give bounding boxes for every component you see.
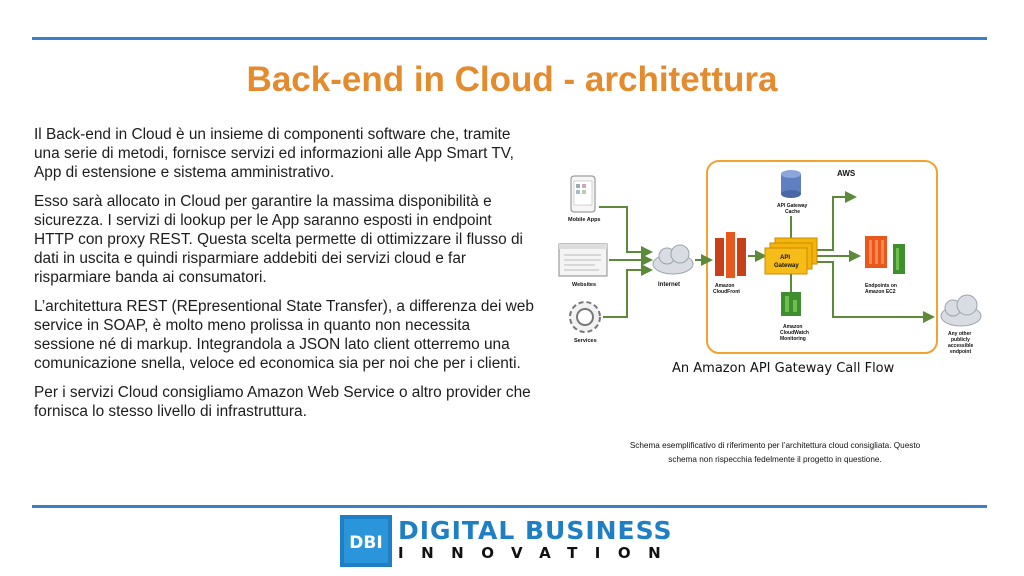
websites-icon <box>558 243 608 277</box>
gear-icon <box>569 301 601 333</box>
database-icon <box>781 170 801 198</box>
paragraph-4: Per i servizi Cloud consigliamo Amazon W… <box>34 384 531 420</box>
cloudwatch-icon <box>781 292 801 316</box>
mobile-apps-icon <box>570 175 596 213</box>
api-gateway-icon <box>764 237 818 275</box>
cache-label-line-2: Cache <box>785 209 800 215</box>
internet-cloud-icon <box>652 244 694 275</box>
arrow-services <box>603 264 653 318</box>
public-label-line-2: publicly <box>951 337 970 343</box>
services-label: Services <box>574 338 597 344</box>
public-endpoint-cloud-icon <box>940 294 982 327</box>
gateway-label-line-2: Gateway <box>774 263 799 269</box>
cloudwatch-label-line-3: Monitoring <box>780 336 806 342</box>
cloudfront-icon <box>715 232 746 278</box>
cloudwatch-label-line-1: Amazon <box>783 324 802 330</box>
websites-label: Websites <box>572 282 596 288</box>
diagram-note: Schema esemplificativo di riferimento pe… <box>620 439 930 467</box>
cloudwatch-label-line-2: CloudWatch <box>780 330 809 336</box>
arrow-mobile <box>599 206 653 258</box>
cloudfront-label-line-2: CloudFront <box>713 289 740 295</box>
internet-label: Internet <box>658 282 680 288</box>
logo-title: DIGITAL BUSINESS <box>398 516 673 545</box>
svg-text:DBI: DBI <box>349 533 382 553</box>
public-label-line-4: endpoint <box>950 349 971 355</box>
note-line-2: schema non rispecchia fedelmente il prog… <box>668 455 882 464</box>
arrow-gateway-public <box>817 261 935 323</box>
public-label-line-1: Any other <box>948 331 971 337</box>
logo-subtitle: INNOVATION <box>398 544 679 562</box>
top-rule <box>32 37 987 40</box>
dbi-logo-icon: DBI <box>340 515 392 567</box>
ec2-label-line-1: Endpoints on <box>865 283 897 289</box>
ec2-icon <box>865 236 905 274</box>
paragraph-3: L’architettura REST (REpresentional Stat… <box>34 298 534 372</box>
mobile-apps-label: Mobile Apps <box>568 217 601 223</box>
api-gateway-diagram: AWS Mobile Apps Websites Services Intern… <box>558 160 982 355</box>
diagram-caption: An Amazon API Gateway Call Flow <box>672 361 895 376</box>
arrow-gateway-top <box>817 191 857 251</box>
ec2-label-line-2: Amazon EC2 <box>865 289 896 295</box>
public-label-line-3: accessible <box>948 343 974 349</box>
bottom-rule <box>32 505 987 508</box>
slide-title: Back-end in Cloud - architettura <box>246 60 778 99</box>
note-line-1: Schema esemplificativo di riferimento pe… <box>629 441 921 450</box>
paragraph-1: Il Back-end in Cloud è un insieme di com… <box>34 126 514 181</box>
body-text: Il Back-end in Cloud è un insieme di com… <box>34 125 534 431</box>
cache-label-line-1: API Gateway <box>777 203 808 209</box>
paragraph-2: Esso sarà allocato in Cloud per garantir… <box>34 193 523 286</box>
gateway-label-line-1: API <box>780 255 790 261</box>
cloudfront-label-line-1: Amazon <box>715 283 734 289</box>
aws-group-label: AWS <box>837 169 856 178</box>
